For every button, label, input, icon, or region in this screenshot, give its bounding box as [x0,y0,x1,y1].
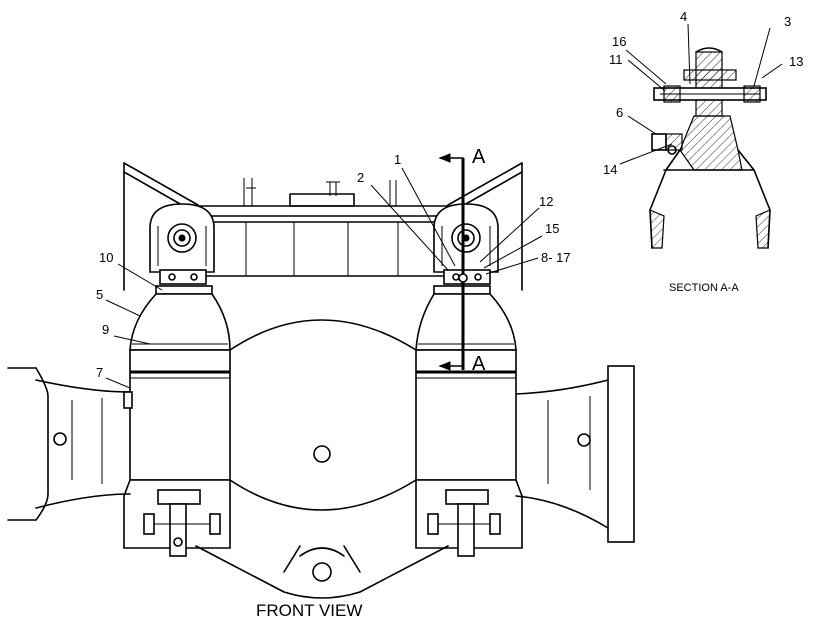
section-marker-top: A [472,146,486,168]
callout-10: 10 [99,250,113,265]
callout-6: 6 [616,105,623,120]
callout-7: 7 [96,365,103,380]
left-lower-mount [143,489,221,557]
callout-1: 1 [394,152,401,167]
callout-2: 2 [357,170,364,185]
callout-9: 9 [102,322,109,337]
front-view [7,153,635,599]
callout-14: 14 [603,162,617,177]
center-disc [229,319,417,511]
leader-lines [105,23,783,389]
callout-12: 12 [539,194,553,209]
callout-11: 11 [609,52,623,67]
bottom-hitch [195,545,449,599]
right-pivot-bracket [433,203,499,285]
callout-5: 5 [96,287,103,302]
callout-15: 15 [545,221,559,236]
left-pivot-bracket [149,203,215,285]
callout-16: 16 [612,34,626,49]
right-lower-mount [427,489,501,557]
section-line-aa [438,153,468,371]
left-axle-housing [7,367,133,521]
section-marker-bottom: A [472,353,486,375]
callout-8-17: 8- 17 [541,250,571,265]
callout-13: 13 [789,54,803,69]
right-axle-housing [515,365,635,543]
left-air-spring [123,285,231,549]
upper-frame [123,162,523,291]
section-a-a-view [649,47,771,249]
front-view-title: FRONT VIEW [256,601,362,620]
callout-4: 4 [680,9,687,24]
section-title: SECTION A-A [669,282,739,294]
callout-3: 3 [784,14,791,29]
